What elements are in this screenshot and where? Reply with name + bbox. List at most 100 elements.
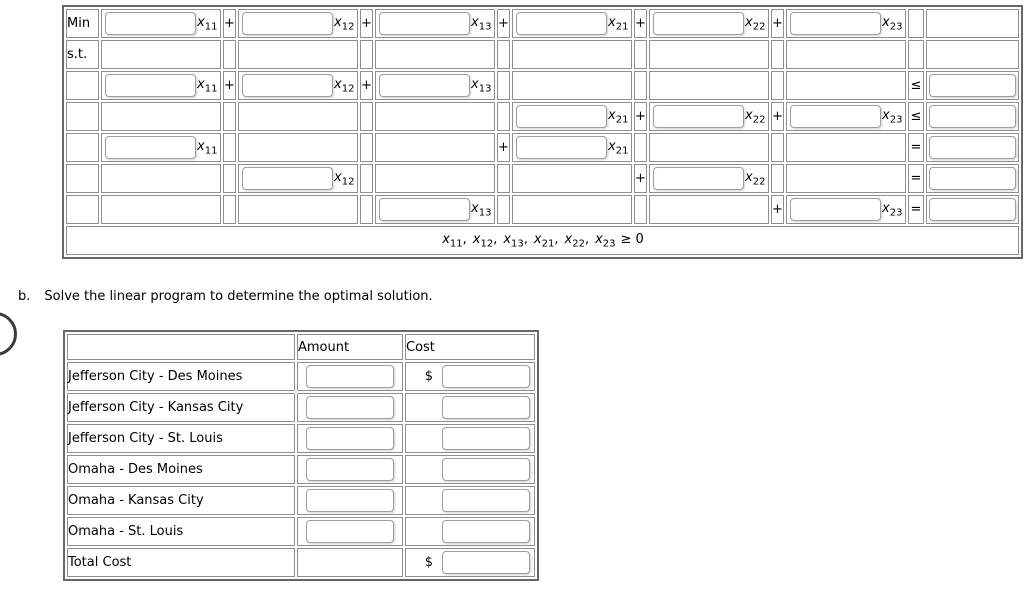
lp-row-label-cell	[66, 102, 99, 131]
lp-term-cell: x23	[786, 102, 906, 131]
route-label: Total Cost	[68, 555, 132, 570]
route-label: Jefferson City - Des Moines	[68, 369, 243, 384]
cost-input-omaha-des-moines[interactable]	[442, 458, 530, 481]
constraint-operator: ≤	[910, 109, 922, 124]
cost-input-jefferson-city-des-moines[interactable]	[442, 365, 530, 388]
coefficient-input-x13-row6[interactable]	[379, 198, 470, 221]
coefficient-input-x22-row5[interactable]	[653, 167, 744, 190]
lp-term-cell: x21	[512, 102, 632, 131]
variable-label-x21: x21	[533, 231, 555, 250]
coefficient-input-x23-row3[interactable]	[790, 105, 881, 128]
lp-plus-cell	[497, 164, 510, 193]
lp-term-cell	[512, 71, 632, 100]
lp-plus-cell	[223, 164, 236, 193]
lp-plus-cell: +	[771, 9, 784, 38]
coefficient-input-x12-row0[interactable]	[242, 12, 333, 35]
amount-input-omaha-des-moines[interactable]	[306, 458, 394, 481]
lp-term-cell: x21	[512, 9, 632, 38]
solution-row-total-cost: Total Cost $	[67, 548, 535, 577]
part-b-instruction: b. Solve the linear program to determine…	[18, 289, 433, 304]
route-label: Omaha - St. Louis	[68, 524, 184, 539]
variable-label-x11: x11	[442, 231, 463, 250]
cost-cell: $	[405, 548, 535, 577]
coefficient-input-x23-row0[interactable]	[790, 12, 881, 35]
lp-plus-cell	[223, 102, 236, 131]
route-label-cell: Jefferson City - Des Moines	[67, 362, 295, 391]
solution-table: Amount Cost Jefferson City - Des Moines$…	[63, 330, 539, 581]
lp-rhs-cell	[926, 133, 1019, 162]
lp-plus-cell	[771, 164, 784, 193]
variable-label-x13: x13	[471, 14, 492, 33]
coefficient-input-x12-row2[interactable]	[242, 74, 333, 97]
lp-term-cell: x11	[101, 133, 221, 162]
coefficient-input-x11-row0[interactable]	[105, 12, 196, 35]
comma-separator: ,	[493, 231, 498, 247]
rhs-input-row6[interactable]	[929, 198, 1016, 221]
cost-input-jefferson-city-st-louis[interactable]	[442, 427, 530, 450]
lp-term-cell: x22	[649, 164, 769, 193]
comma-separator: ,	[462, 231, 467, 247]
amount-input-omaha-st-louis[interactable]	[306, 520, 394, 543]
part-b-marker: b.	[18, 289, 31, 304]
coefficient-input-x21-row3[interactable]	[516, 105, 607, 128]
variable-label-x23: x23	[595, 231, 616, 250]
lp-rhs-cell	[926, 40, 1019, 69]
coefficient-input-x21-row0[interactable]	[516, 12, 607, 35]
cost-input-omaha-kansas-city[interactable]	[442, 489, 530, 512]
cost-cell	[405, 517, 535, 546]
variable-label-x21: x21	[608, 14, 629, 33]
coefficient-input-x22-row3[interactable]	[653, 105, 744, 128]
coefficient-input-x23-row6[interactable]	[790, 198, 881, 221]
cost-column-header: Cost	[405, 334, 535, 360]
amount-input-jefferson-city-kansas-city[interactable]	[306, 396, 394, 419]
amount-cell	[297, 486, 403, 515]
variable-label-x12: x12	[334, 76, 355, 95]
solution-row-jefferson-city-st-louis: Jefferson City - St. Louis	[67, 424, 535, 453]
coefficient-input-x12-row5[interactable]	[242, 167, 333, 190]
lp-term-cell	[512, 164, 632, 193]
lp-plus-cell: +	[771, 195, 784, 224]
lp-operator-cell: =	[908, 195, 924, 224]
coefficient-input-x21-row4[interactable]	[516, 136, 607, 159]
lp-rhs-cell	[926, 102, 1019, 131]
rhs-input-row2[interactable]	[929, 74, 1016, 97]
variable-label-x11: x11	[197, 14, 218, 33]
amount-input-jefferson-city-des-moines[interactable]	[306, 365, 394, 388]
nonnegativity-relation: ≥ 0	[620, 231, 644, 247]
lp-plus-cell	[360, 40, 373, 69]
amount-cell	[297, 548, 403, 577]
coefficient-input-x11-row4[interactable]	[105, 136, 196, 159]
rhs-input-row4[interactable]	[929, 136, 1016, 159]
dollar-sign: $	[424, 369, 433, 384]
lp-term-cell: x11	[101, 71, 221, 100]
lp-term-cell	[649, 195, 769, 224]
lp-row-label-cell	[66, 71, 99, 100]
variable-label-x22: x22	[745, 14, 766, 33]
cost-input-total-cost[interactable]	[442, 551, 530, 574]
coefficient-input-x11-row2[interactable]	[105, 74, 196, 97]
constraint-operator: =	[910, 202, 922, 217]
rhs-input-row5[interactable]	[929, 167, 1016, 190]
constraint-operator: =	[910, 140, 922, 155]
lp-plus-cell	[771, 40, 784, 69]
lp-term-cell: x12	[238, 71, 358, 100]
lp-term-cell	[512, 40, 632, 69]
cost-input-jefferson-city-kansas-city[interactable]	[442, 396, 530, 419]
coefficient-input-x13-row0[interactable]	[379, 12, 470, 35]
amount-input-omaha-kansas-city[interactable]	[306, 489, 394, 512]
lp-plus-cell: +	[497, 9, 510, 38]
cost-input-omaha-st-louis[interactable]	[442, 520, 530, 543]
lp-plus-cell	[634, 71, 647, 100]
amount-input-jefferson-city-st-louis[interactable]	[306, 427, 394, 450]
route-label-cell: Omaha - St. Louis	[67, 517, 295, 546]
lp-term-cell	[786, 133, 906, 162]
coefficient-input-x22-row0[interactable]	[653, 12, 744, 35]
rhs-input-row3[interactable]	[929, 105, 1016, 128]
coefficient-input-x13-row2[interactable]	[379, 74, 470, 97]
lp-term-cell	[375, 164, 495, 193]
solution-row-jefferson-city-des-moines: Jefferson City - Des Moines $	[67, 362, 535, 391]
lp-plus-cell	[497, 71, 510, 100]
lp-plus-cell: +	[360, 71, 373, 100]
